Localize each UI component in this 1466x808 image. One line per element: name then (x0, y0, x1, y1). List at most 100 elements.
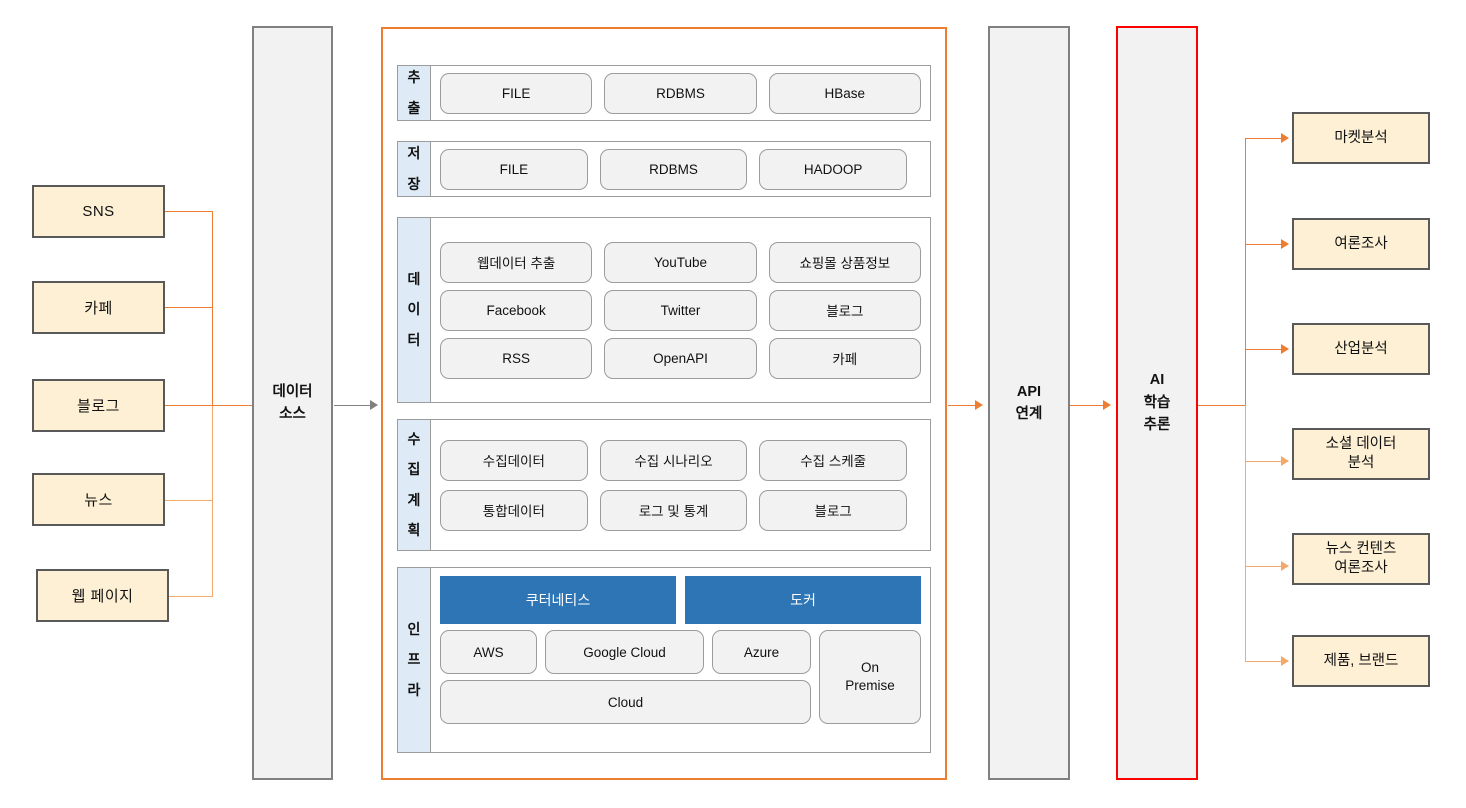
pillar-data-source[interactable]: 데이터 소스 (252, 26, 333, 780)
arrow-head-out-1 (1281, 133, 1289, 143)
pillar-line: 학습 (1143, 394, 1171, 411)
section-label-char: 추 (407, 69, 421, 86)
cell-extract-file[interactable]: FILE (440, 72, 593, 114)
cell-data-openapi[interactable]: OpenAPI (604, 337, 757, 379)
connector-bus-upper (212, 211, 213, 406)
section-label-store: 저 장 (398, 142, 431, 196)
source-box-news[interactable]: 뉴스 (32, 473, 165, 526)
cell-store-rdbms[interactable]: RDBMS (599, 148, 748, 190)
cell-data-facebook[interactable]: Facebook (440, 289, 593, 331)
cell-data-web-extract[interactable]: 웹데이터 추출 (440, 241, 593, 283)
section-row: 웹데이터 추출 YouTube 쇼핑몰 상품정보 (440, 241, 921, 283)
section-body-collection-plan: 수집데이터 수집 시나리오 수집 스케줄 통합데이터 로그 및 통계 블로그 (431, 420, 930, 550)
output-label: 여론조사 (1334, 235, 1388, 252)
infra-lower-group: AWS Google Cloud Azure Cloud On Premise (440, 630, 921, 724)
connector-cafe (165, 307, 213, 308)
infra-cloud-group: AWS Google Cloud Azure Cloud (440, 630, 811, 724)
cell-infra-on-premise[interactable]: On Premise (819, 630, 921, 724)
arrow-head-platform-to-api (975, 400, 983, 410)
output-label: 마켓분석 (1334, 129, 1388, 146)
section-label-char: 이 (407, 301, 421, 318)
section-label-char: 저 (407, 145, 421, 162)
section-label-extract: 추 출 (398, 66, 431, 120)
output-label: 제품, 브랜드 (1323, 652, 1399, 669)
output-label: 분석 (1347, 455, 1375, 471)
cell-plan-collect-data[interactable]: 수집데이터 (440, 439, 588, 481)
cell-plan-blog[interactable]: 블로그 (759, 489, 908, 531)
arrow-head-out-2 (1281, 239, 1289, 249)
connector-bus-lower (212, 405, 213, 597)
section-row: Facebook Twitter 블로그 (440, 289, 921, 331)
cell-data-rss[interactable]: RSS (440, 337, 593, 379)
cell-data-twitter[interactable]: Twitter (604, 289, 757, 331)
section-label-infra: 인 프 라 (398, 568, 431, 752)
cell-store-file[interactable]: FILE (440, 148, 588, 190)
pillar-ai-training-inference[interactable]: AI 학습 추론 (1116, 26, 1198, 780)
cell-plan-collect-scenario[interactable]: 수집 시나리오 (599, 439, 748, 481)
section-label-data: 데 이 터 (398, 218, 431, 402)
connector-bus-right-lower (1245, 405, 1246, 661)
source-box-blog[interactable]: 블로그 (32, 379, 165, 432)
source-box-webpage[interactable]: 웹 페이지 (36, 569, 169, 622)
cell-plan-integrated-data[interactable]: 통합데이터 (440, 489, 588, 531)
source-label: 블로그 (77, 398, 120, 415)
section-label-char: 장 (407, 175, 421, 192)
output-box-social-data-analysis[interactable]: 소셜 데이터 분석 (1292, 428, 1430, 480)
section-row: 수집데이터 수집 시나리오 수집 스케줄 (440, 439, 908, 481)
infra-container-row: 쿠터네티스 도커 (440, 576, 921, 624)
section-label-char: 수 (407, 431, 421, 448)
connector-out-5 (1245, 566, 1283, 567)
cell-data-youtube[interactable]: YouTube (604, 241, 757, 283)
connector-out-2 (1245, 244, 1283, 245)
output-box-product-brand[interactable]: 제품, 브랜드 (1292, 635, 1430, 687)
cell-infra-kubernetes[interactable]: 쿠터네티스 (440, 576, 676, 624)
section-data: 데 이 터 웹데이터 추출 YouTube 쇼핑몰 상품정보 Facebook … (397, 217, 931, 403)
section-body-store: FILE RDBMS HADOOP (431, 142, 930, 196)
cell-data-blog[interactable]: 블로그 (768, 289, 921, 331)
arrow-head-out-6 (1281, 656, 1289, 666)
cell-infra-docker[interactable]: 도커 (685, 576, 921, 624)
section-label-char: 라 (407, 681, 421, 698)
cell-infra-azure[interactable]: Azure (712, 630, 811, 674)
output-box-news-content-poll[interactable]: 뉴스 컨텐츠 여론조사 (1292, 533, 1430, 585)
connector-ai-to-bus (1198, 405, 1246, 406)
output-box-opinion-poll[interactable]: 여론조사 (1292, 218, 1430, 270)
source-label: 웹 페이지 (71, 588, 134, 605)
pillar-api-integration[interactable]: API 연계 (988, 26, 1070, 780)
section-row: 통합데이터 로그 및 통계 블로그 (440, 489, 908, 531)
cell-plan-collect-schedule[interactable]: 수집 스케줄 (759, 439, 908, 481)
connector-out-3 (1245, 349, 1283, 350)
section-label-char: 데 (407, 271, 421, 288)
cell-infra-aws[interactable]: AWS (440, 630, 537, 674)
cell-infra-cloud-wide[interactable]: Cloud (440, 680, 811, 724)
cell-store-hadoop[interactable]: HADOOP (759, 148, 908, 190)
arrow-head-out-3 (1281, 344, 1289, 354)
cell-infra-google-cloud[interactable]: Google Cloud (545, 630, 704, 674)
section-body-extract: FILE RDBMS HBase (431, 66, 930, 120)
section-label-char: 출 (407, 99, 421, 116)
section-label-char: 계 (407, 491, 421, 508)
section-label-char: 인 (407, 621, 421, 638)
pillar-line: 연계 (1015, 406, 1043, 422)
cell-plan-log-stats[interactable]: 로그 및 통계 (599, 489, 748, 531)
cell-extract-hbase[interactable]: HBase (768, 72, 921, 114)
connector-out-4 (1245, 461, 1283, 462)
on-premise-line: Premise (845, 678, 895, 693)
source-box-sns[interactable]: SNS (32, 185, 165, 238)
output-label: 산업분석 (1334, 340, 1388, 357)
section-extract: 추 출 FILE RDBMS HBase (397, 65, 931, 121)
cell-extract-rdbms[interactable]: RDBMS (604, 72, 757, 114)
output-box-industry-analysis[interactable]: 산업분석 (1292, 323, 1430, 375)
source-box-cafe[interactable]: 카페 (32, 281, 165, 334)
cell-data-cafe[interactable]: 카페 (768, 337, 921, 379)
output-label: 여론조사 (1334, 560, 1388, 576)
section-row: RSS OpenAPI 카페 (440, 337, 921, 379)
output-label: 뉴스 컨텐츠 (1325, 541, 1397, 558)
pillar-line: API (1016, 383, 1042, 400)
source-label: 카페 (84, 300, 113, 317)
cell-data-shopping[interactable]: 쇼핑몰 상품정보 (768, 241, 921, 283)
section-body-data: 웹데이터 추출 YouTube 쇼핑몰 상품정보 Facebook Twitte… (431, 218, 930, 402)
section-row: FILE RDBMS HADOOP (440, 148, 908, 190)
output-box-market-analysis[interactable]: 마켓분석 (1292, 112, 1430, 164)
